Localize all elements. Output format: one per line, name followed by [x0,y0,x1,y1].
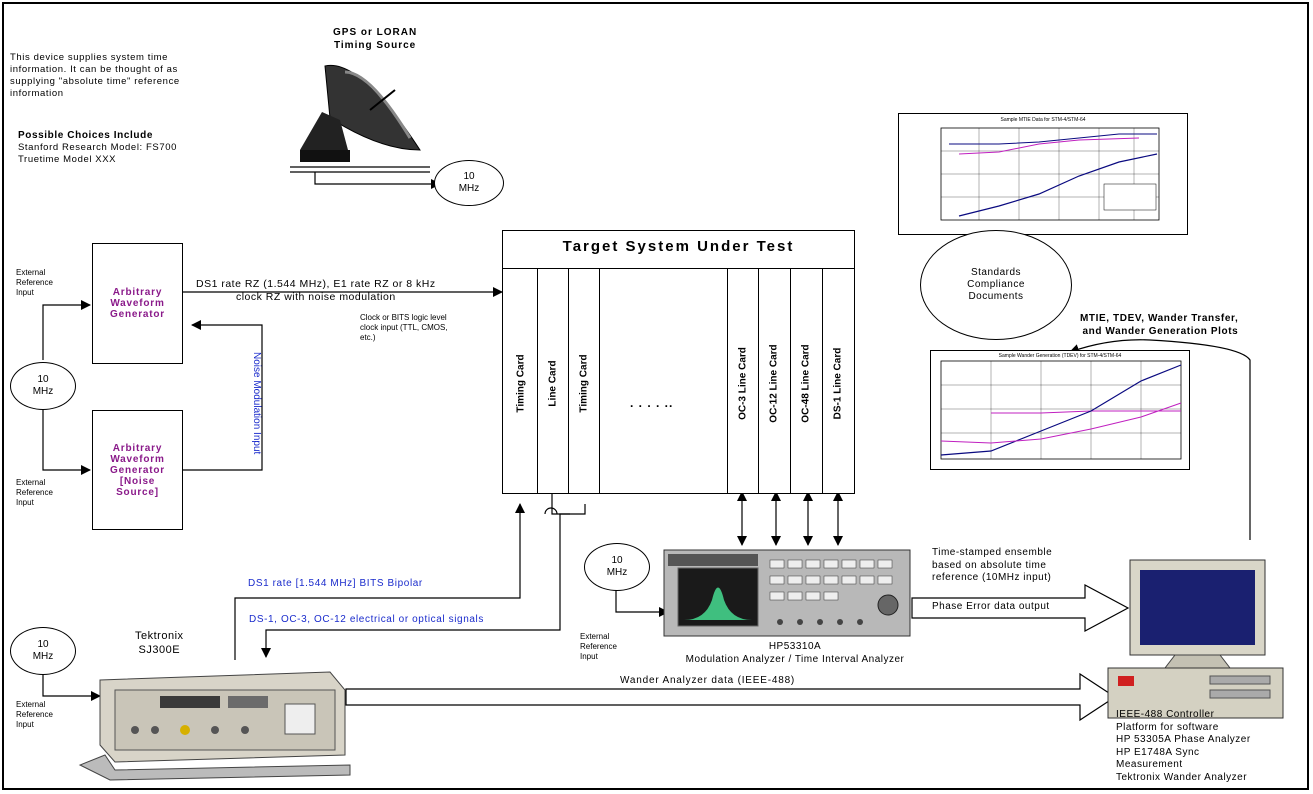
hp-clock-10mhz: 10 MHz [584,543,650,591]
choices-heading: Possible Choices Include [18,130,153,141]
ds-signals-label: DS-1, OC-3, OC-12 electrical or optical … [249,614,484,625]
target-system-title: Target System Under Test [562,238,795,255]
wander-chart-title: Sample Wander Generation (TDEV) for STM-… [998,353,1122,359]
card-divider [568,268,569,494]
device-description: This device supplies system time informa… [10,52,180,99]
awg2-external-reference: External Reference Input [16,478,53,507]
wander-chart-thumbnail: Sample Wander Generation (TDEV) for STM-… [930,350,1190,470]
awg-noise-label: Arbitrary Waveform Generator [Noise Sour… [110,442,165,498]
arbitrary-waveform-generator: Arbitrary Waveform Generator [92,243,183,364]
left-clock-10mhz: 10 MHz [10,362,76,410]
card-divider [758,268,759,494]
gps-title: GPS or LORAN Timing Source [333,27,418,51]
tek-external-reference: External Reference Input [16,700,53,729]
gps-clock-10mhz: 10 MHz [434,160,504,206]
ds1-signal-label: DS1 rate RZ (1.544 MHz), E1 rate RZ or 8… [196,278,436,304]
hp-external-reference: External Reference Input [580,632,617,661]
tek-clock-10mhz: 10 MHz [10,627,76,675]
mtie-chart-thumbnail: Sample MTIE Data for STM-4/STM-64 [898,113,1188,235]
target-system-box [502,230,855,494]
tektronix-label: Tektronix SJ300E [135,630,184,656]
card-divider [537,268,538,494]
card-divider [790,268,791,494]
awg1-external-reference: External Reference Input [16,268,53,297]
card-divider [599,268,600,494]
bits-clock-note: Clock or BITS logic level clock input (T… [360,313,448,342]
target-divider [502,268,855,269]
awg-label: Arbitrary Waveform Generator [110,287,165,320]
wander-data-label: Wander Analyzer data (IEEE-488) [620,675,796,686]
choices-list: Stanford Research Model: FS700 Truetime … [18,142,177,165]
pc-description: IEEE-488 Controller Platform for softwar… [1116,709,1251,783]
plots-label: MTIE, TDEV, Wander Transfer, and Wander … [1080,313,1239,337]
card-divider [822,268,823,494]
ds1-bits-label: DS1 rate [1.544 MHz] BITS Bipolar [248,578,423,589]
mtie-chart-title: Sample MTIE Data for STM-4/STM-64 [1000,117,1086,123]
noise-source-generator: Arbitrary Waveform Generator [Noise Sour… [92,410,183,530]
standards-documents: Standards Compliance Documents [920,230,1072,340]
card-ellipsis: . . . . .. [630,396,674,410]
phase-error-label: Phase Error data output [932,601,1050,612]
timestamp-note: Time-stamped ensemble based on absolute … [932,547,1053,583]
card-divider [727,268,728,494]
hp-model-label: HP53310A Modulation Analyzer / Time Inte… [685,641,905,665]
